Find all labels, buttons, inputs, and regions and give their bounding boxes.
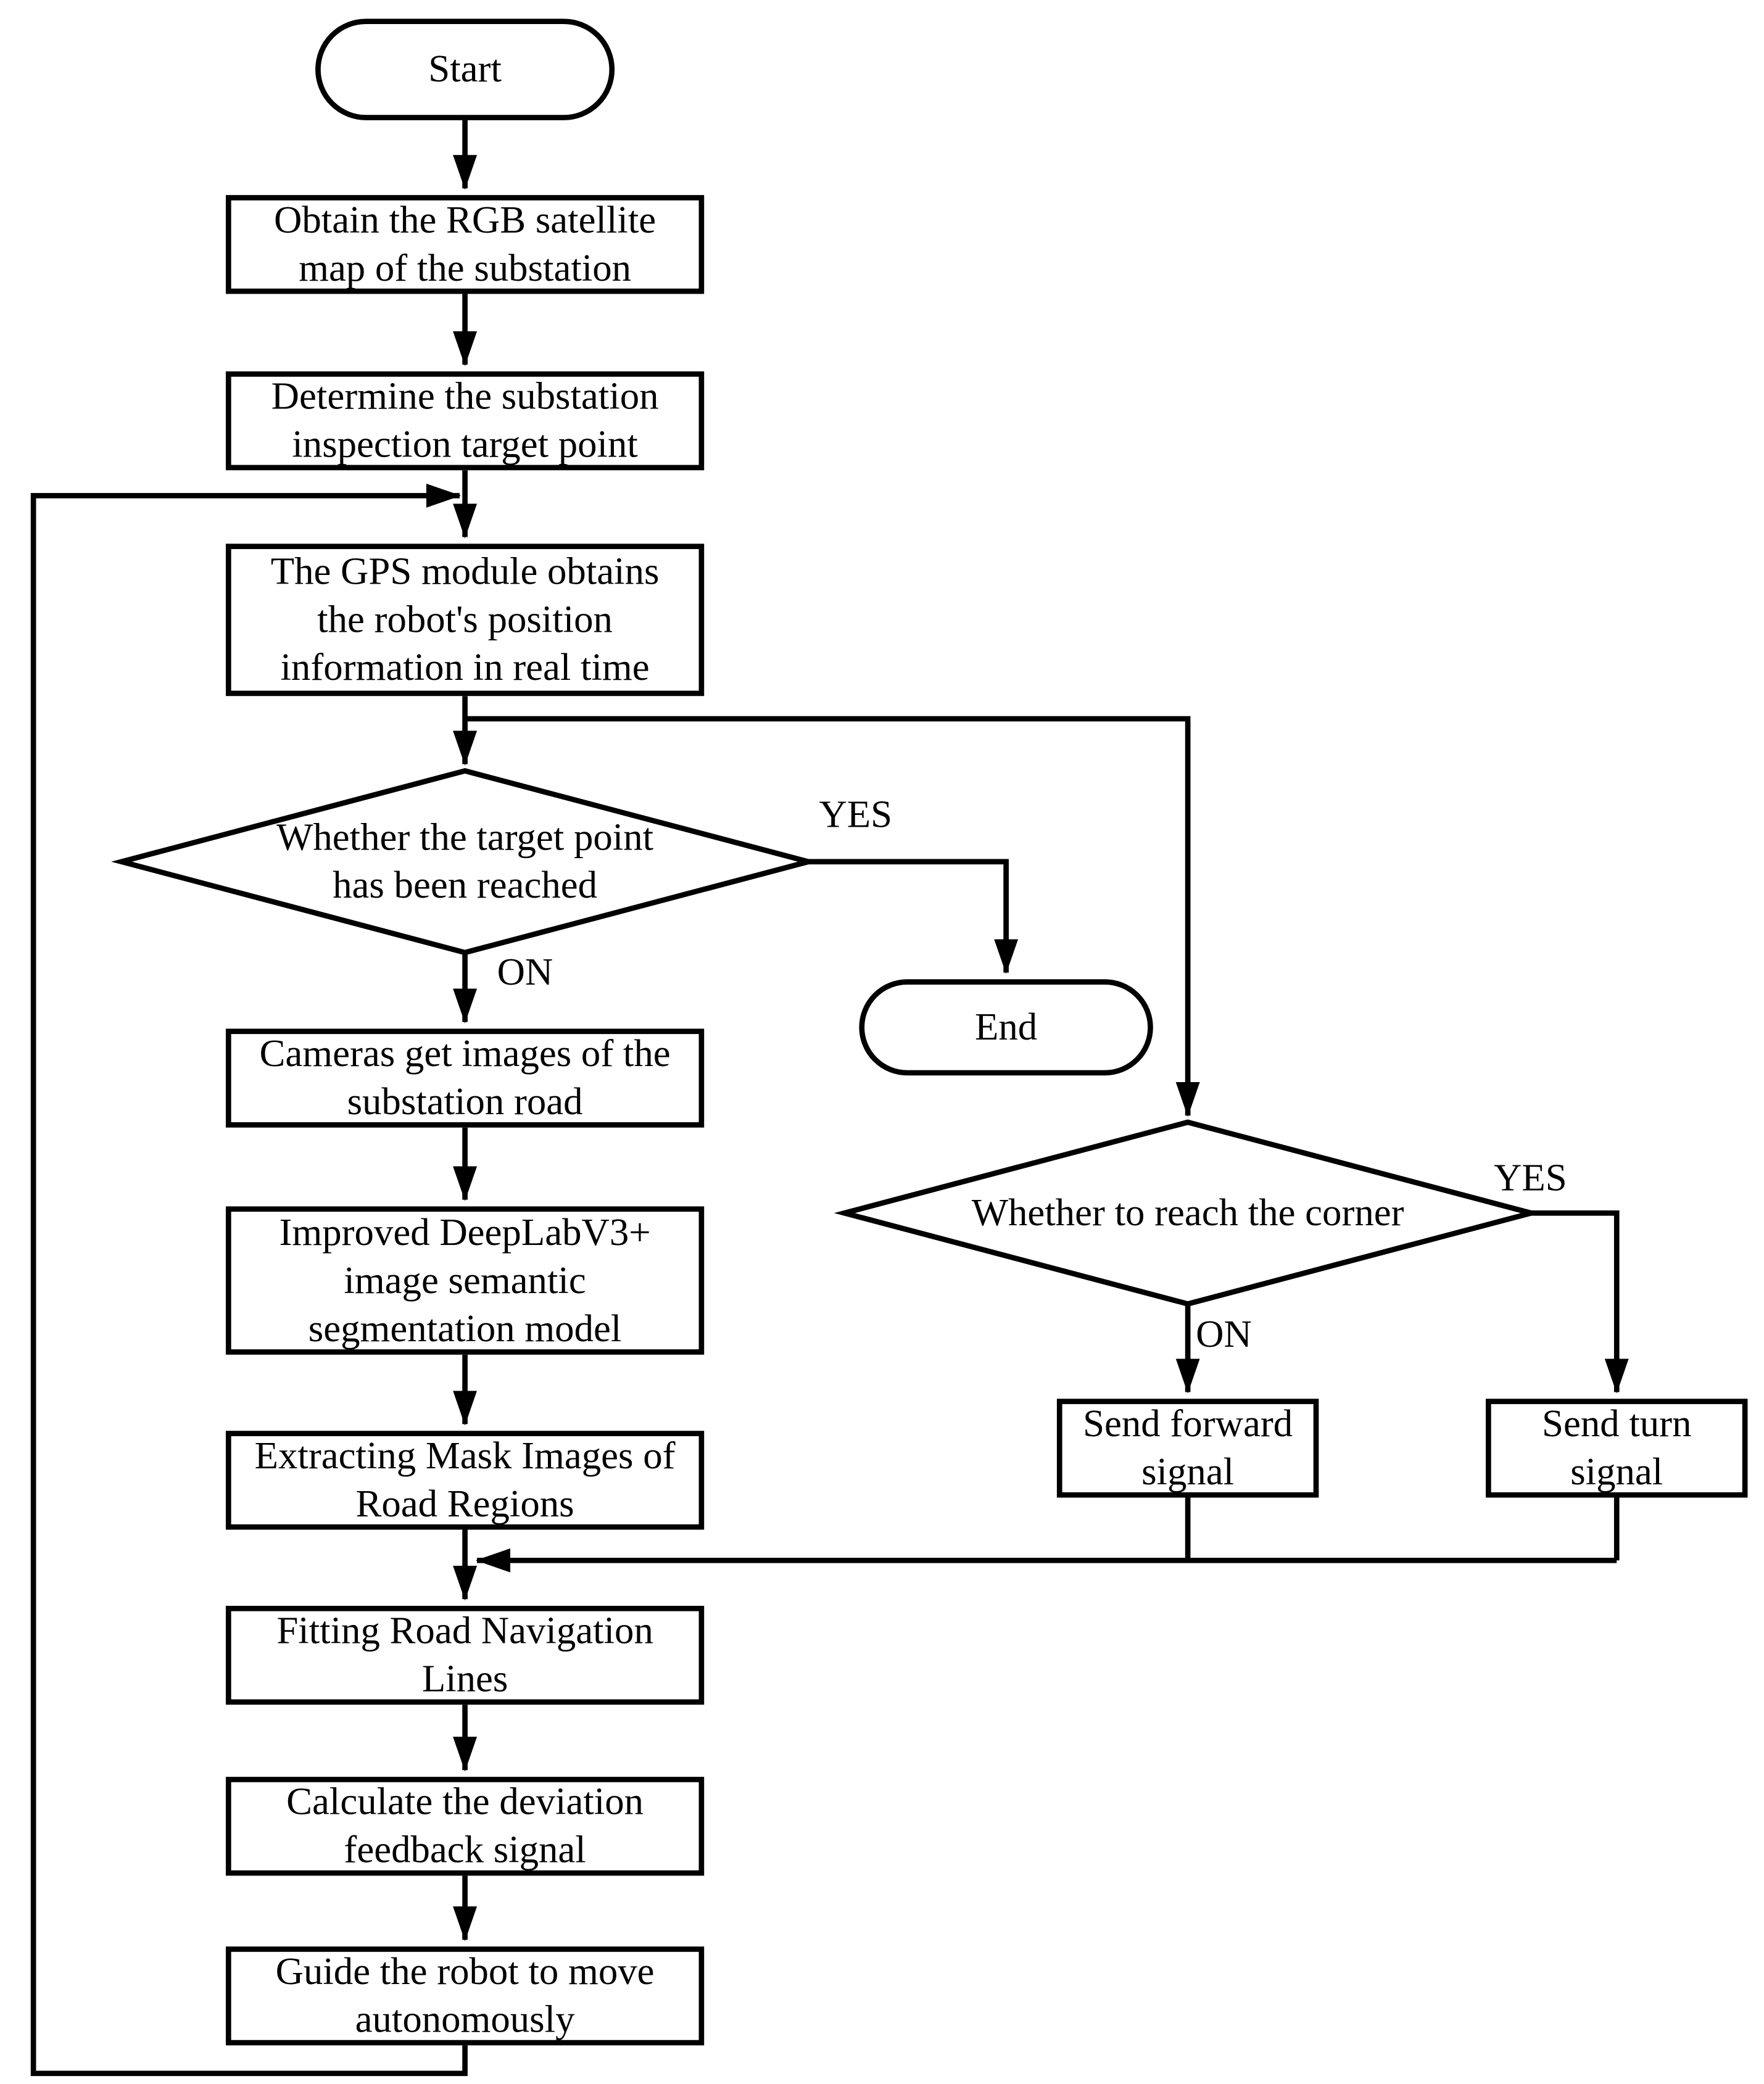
process-calculate-deviation: Calculate the deviation feedback signal [225, 1777, 705, 1876]
process-fitting-navigation-lines: Fitting Road Navigation Lines [225, 1605, 705, 1705]
edge-label-target-reached-yes: YES [819, 793, 893, 837]
process-gps-position: The GPS module obtains the robot's posit… [225, 544, 705, 697]
edge-label-target-reached-on: ON [497, 951, 553, 994]
decision-reach-corner-shape [834, 1119, 1542, 1307]
process-extract-mask-images: Extracting Mask Images of Road Regions [225, 1431, 705, 1530]
process-send-turn-signal: Send turn signal [1486, 1399, 1748, 1498]
process-guide-robot: Guide the robot to move autonomously [225, 1946, 705, 2046]
node-start: Start [315, 19, 615, 120]
edge-gps-to-reach-corner [465, 716, 1200, 1117]
decision-target-reached-shape [111, 768, 819, 956]
process-send-forward-signal: Send forward signal [1056, 1399, 1319, 1498]
edge-reach-corner-yes-to-send-turn [1531, 1210, 1629, 1394]
process-deeplabv3-segmentation: Improved DeepLabV3+ image semantic segme… [225, 1206, 705, 1355]
decision-target-reached-label: Whether the target point has been reache… [276, 816, 654, 908]
edge-target-reached-yes-to-end [808, 859, 1019, 974]
node-end: End [859, 979, 1153, 1076]
process-cameras-get-images: Cameras get images of the substation roa… [225, 1028, 705, 1128]
edge-label-reach-corner-on: ON [1196, 1313, 1252, 1356]
process-obtain-satellite-map: Obtain the RGB satellite map of the subs… [225, 195, 705, 294]
decision-reach-corner-label: Whether to reach the corner [971, 1191, 1404, 1234]
process-determine-inspection-target: Determine the substation inspection targ… [225, 371, 705, 471]
edge-label-reach-corner-yes: YES [1494, 1157, 1567, 1200]
edge-guide-loop-to-gps [30, 483, 468, 2077]
